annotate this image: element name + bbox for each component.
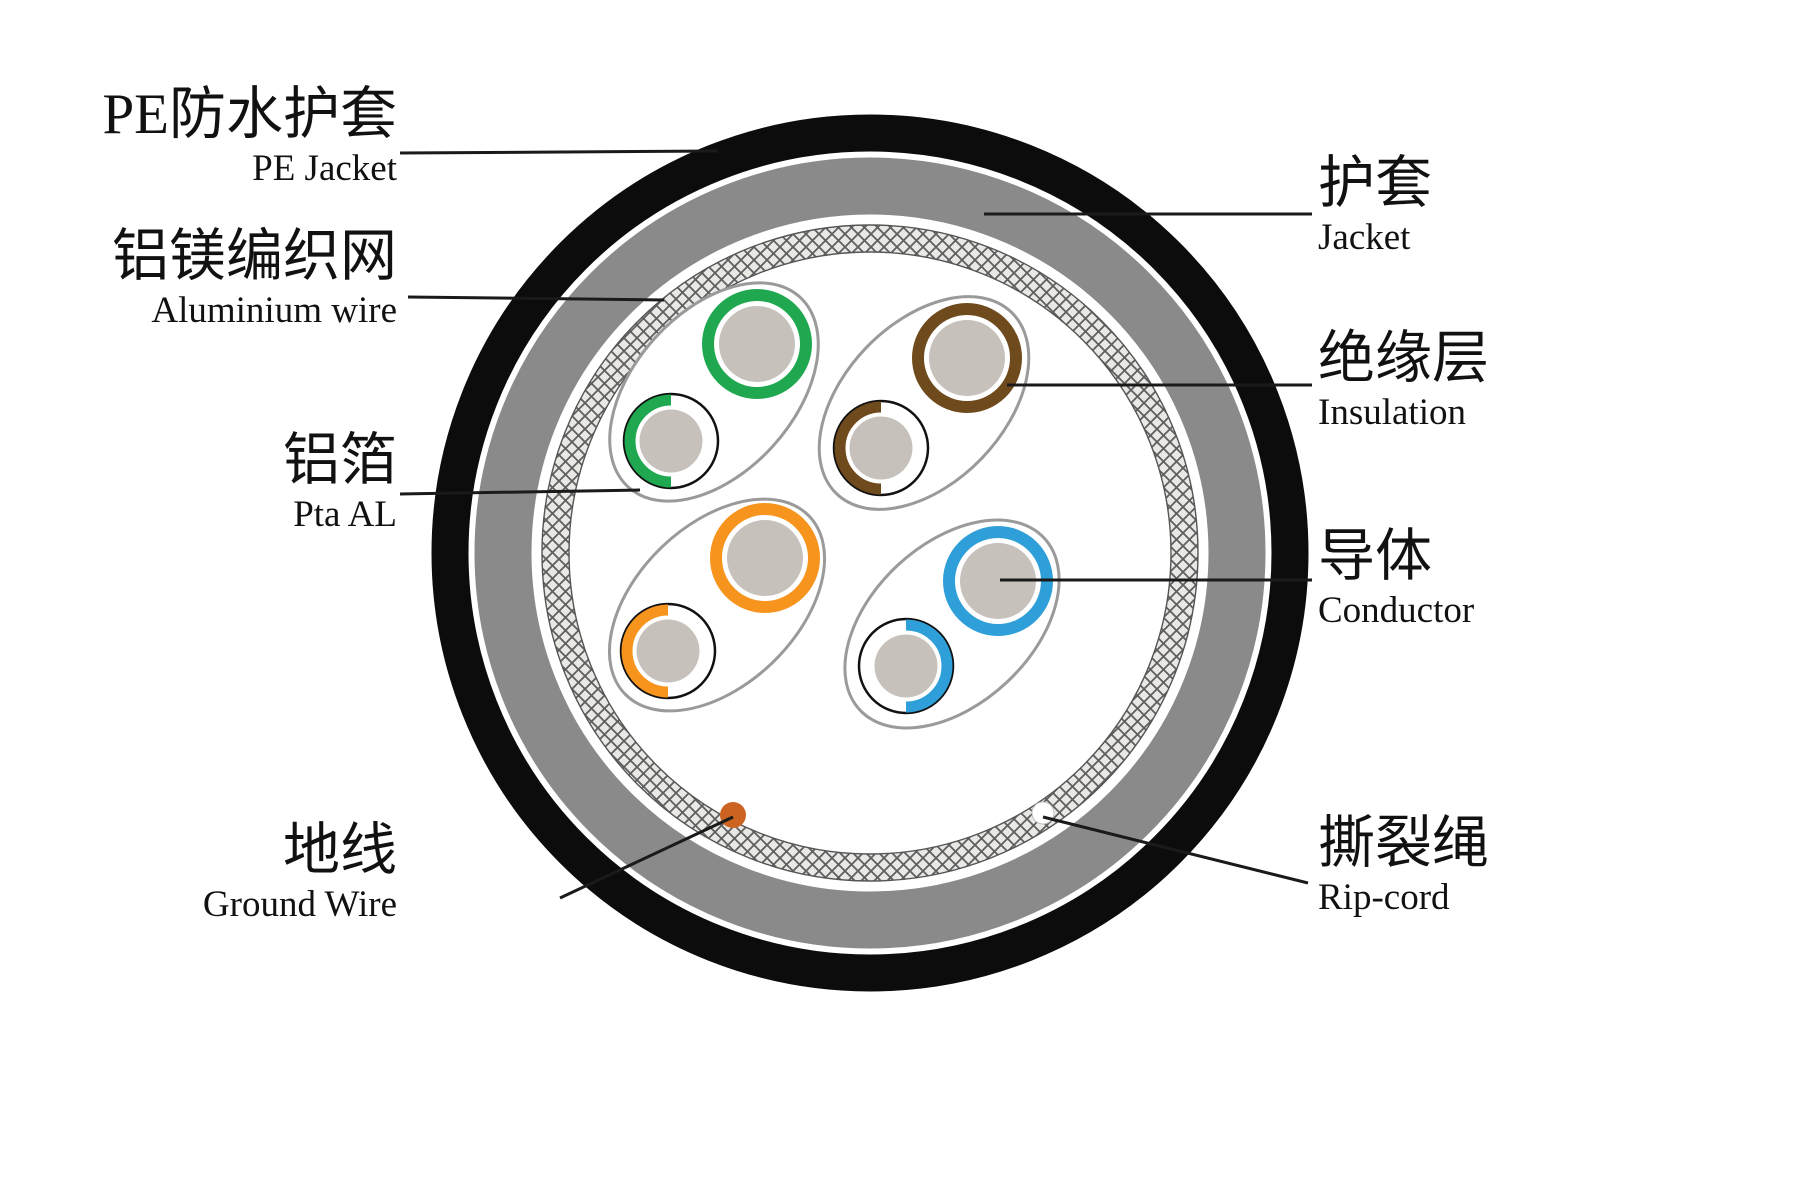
label-pe-jacket-zh: PE防水护套 [102,83,397,146]
label-aluminium-wire-en: Aluminium wire [151,289,397,331]
pair-blue [843,518,1061,730]
conductor-core [727,520,803,596]
insulation-ring-orange [710,503,820,613]
pair-green [608,281,820,503]
conductor-orange-striped [619,602,717,700]
label-ground-wire: 地线 Ground Wire [203,820,397,928]
leader-rip-cord [1042,815,1309,885]
pair-brown [817,295,1031,511]
conductor-core [639,409,703,473]
label-insulation: 绝缘层 Insulation [1318,328,1489,436]
rip-cord-dot [1031,801,1055,825]
conductor-core [874,634,938,698]
conductor-green-striped [622,392,720,490]
insulation-half-ring-green [624,394,672,488]
leader-pta-al [399,488,641,496]
label-jacket-en: Jacket [1318,216,1411,258]
label-conductor-en: Conductor [1318,589,1475,631]
label-aluminium-wire: 铝镁编织网 Aluminium wire [112,226,397,334]
jacket-ring [474,157,1266,949]
conductor-core [719,306,795,382]
label-jacket: 护套 Jacket [1318,153,1432,261]
label-rip-cord-zh: 撕裂绳 [1318,812,1489,875]
leader-aluminium-wire [407,295,665,302]
aluminium-braid-ring [542,225,1198,881]
insulation-ring-brown [912,303,1022,413]
braid-inner-edge [568,251,1172,855]
conductor-orange-solid [710,503,820,613]
label-rip-cord: 撕裂绳 Rip-cord [1318,813,1489,921]
foil-wrap-orange [607,497,827,713]
label-jacket-zh: 护套 [1318,152,1432,215]
conductor-blue-solid [943,526,1053,636]
pair-orange [607,497,827,713]
leader-pe-jacket [399,149,719,155]
label-conductor: 导体 Conductor [1318,526,1474,634]
label-ground-wire-en: Ground Wire [202,883,397,925]
pe-jacket-ring [431,114,1309,992]
leader-lines [399,149,1312,900]
conductor-blue-striped [857,617,955,715]
label-ground-wire-zh: 地线 [283,819,397,882]
label-pe-jacket: PE防水护套 PE Jacket [102,84,397,192]
label-pe-jacket-en: PE Jacket [252,147,397,189]
label-rip-cord-en: Rip-cord [1318,876,1450,918]
label-insulation-zh: 绝缘层 [1318,327,1489,390]
foil-wrap-blue [843,518,1061,730]
label-pta-al-zh: 铝箔 [283,429,397,492]
insulation-half-ring-orange [621,604,669,698]
insulation-half-ring-blue [905,619,953,713]
label-pta-al-en: Pta AL [293,493,397,535]
label-pta-al: 铝箔 Pta AL [283,430,397,538]
conductor-brown-solid [912,303,1022,413]
ground-wire-dot [720,802,746,828]
conductor-brown-striped [832,399,930,497]
insulation-ring-green [702,289,812,399]
label-aluminium-wire-zh: 铝镁编织网 [112,225,397,288]
conductor-core [636,619,700,683]
conductor-green-solid [702,289,812,399]
foil-wrap-brown [817,295,1031,511]
insulation-half-ring-brown [834,401,882,495]
conductor-core [929,320,1005,396]
braid-outer-edge [541,224,1199,882]
conductor-core [849,416,913,480]
conductor-core [960,543,1036,619]
label-conductor-zh: 导体 [1318,525,1432,588]
leader-ground-wire [559,815,734,900]
label-insulation-en: Insulation [1318,391,1466,433]
